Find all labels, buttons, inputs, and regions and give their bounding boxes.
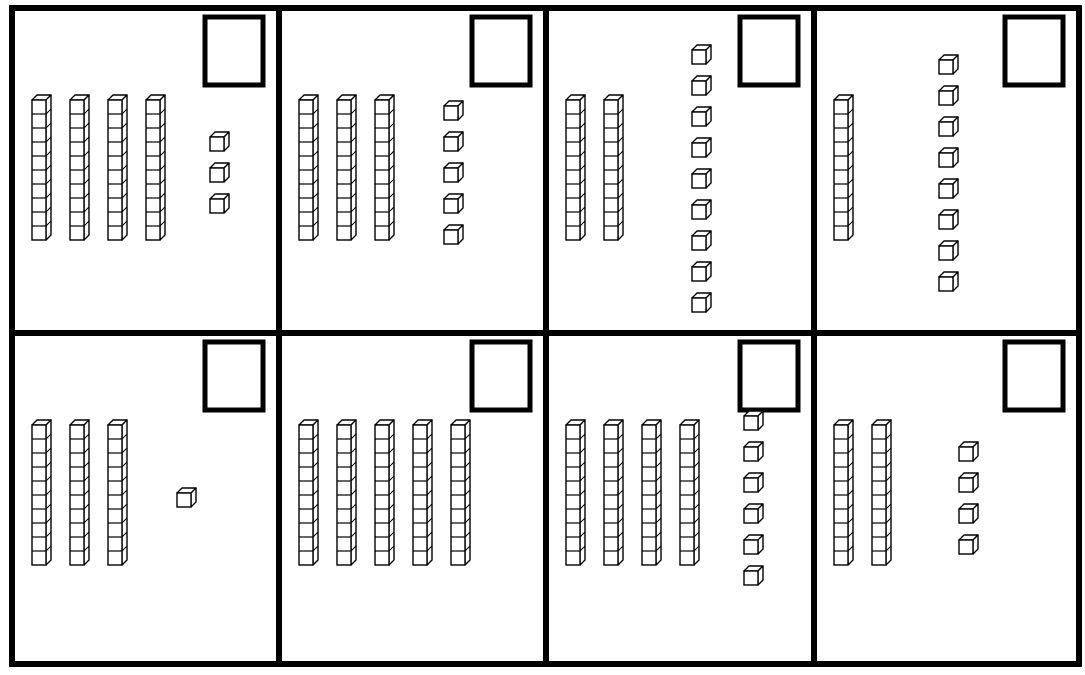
unit-cube: [744, 504, 763, 523]
unit-cube: [939, 241, 958, 260]
ten-rod: [375, 95, 394, 240]
unit-cube: [744, 411, 763, 430]
ten-rod: [299, 420, 318, 565]
answer-box[interactable]: [205, 17, 263, 85]
unit-cube: [692, 107, 711, 126]
unit-cube: [210, 132, 229, 151]
ten-rod: [146, 95, 165, 240]
ten-rod: [337, 420, 356, 565]
unit-cube: [444, 194, 463, 213]
ten-rod: [299, 95, 318, 240]
unit-cube: [692, 200, 711, 219]
unit-cube: [692, 262, 711, 281]
unit-cube: [444, 163, 463, 182]
unit-cube: [939, 179, 958, 198]
unit-cube: [444, 225, 463, 244]
answer-box[interactable]: [205, 342, 263, 410]
answer-box[interactable]: [472, 17, 530, 85]
unit-cube: [939, 117, 958, 136]
ten-rod: [70, 420, 89, 565]
ten-rod: [337, 95, 356, 240]
unit-cube: [692, 45, 711, 64]
ten-rod: [604, 420, 623, 565]
unit-cube: [744, 473, 763, 492]
answer-box[interactable]: [740, 342, 798, 410]
ten-rod: [642, 420, 661, 565]
unit-cube: [939, 55, 958, 74]
ten-rod: [70, 95, 89, 240]
unit-cube: [692, 169, 711, 188]
unit-cube: [744, 566, 763, 585]
unit-cube: [444, 132, 463, 151]
unit-cube: [692, 231, 711, 250]
ten-rod: [604, 95, 623, 240]
ten-rod: [108, 95, 127, 240]
unit-cube: [692, 76, 711, 95]
unit-cube: [939, 148, 958, 167]
ten-rod: [32, 420, 51, 565]
unit-cube: [444, 101, 463, 120]
unit-cube: [959, 442, 978, 461]
answer-box[interactable]: [740, 17, 798, 85]
unit-cube: [177, 488, 196, 507]
ten-rod: [451, 420, 470, 565]
unit-cube: [939, 272, 958, 291]
answer-box[interactable]: [1005, 17, 1063, 85]
unit-cube: [939, 86, 958, 105]
panel-grid: [12, 8, 1079, 664]
answer-box[interactable]: [472, 342, 530, 410]
ten-rod: [834, 420, 853, 565]
unit-cube: [744, 535, 763, 554]
unit-cube: [959, 504, 978, 523]
ten-rod: [32, 95, 51, 240]
ten-rod: [872, 420, 891, 565]
unit-cube: [692, 138, 711, 157]
ten-rod: [566, 95, 585, 240]
ten-rod: [375, 420, 394, 565]
answer-box[interactable]: [1005, 342, 1063, 410]
ten-rod: [834, 95, 853, 240]
unit-cube: [692, 293, 711, 312]
unit-cube: [210, 163, 229, 182]
ten-rod: [413, 420, 432, 565]
unit-cube: [210, 194, 229, 213]
unit-cube: [939, 210, 958, 229]
ten-rod: [108, 420, 127, 565]
ten-rod: [566, 420, 585, 565]
unit-cube: [744, 442, 763, 461]
unit-cube: [959, 535, 978, 554]
ten-rod: [680, 420, 699, 565]
unit-cube: [959, 473, 978, 492]
